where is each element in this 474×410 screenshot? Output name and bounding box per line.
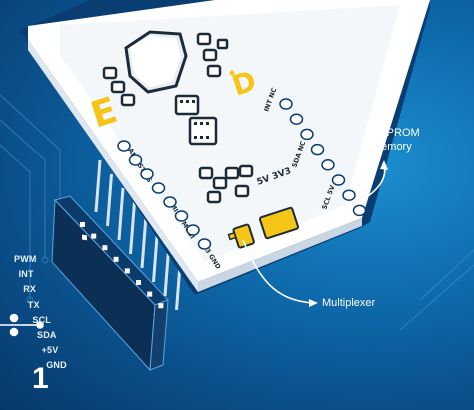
header-pin-icon xyxy=(300,128,314,141)
main-chip-icon xyxy=(124,30,188,94)
multiplexer-chip-icon xyxy=(227,223,255,249)
header-pin-icon xyxy=(289,113,304,125)
header-pin-icon xyxy=(152,229,159,283)
socket-symbol-icon xyxy=(0,313,44,337)
socket-hole xyxy=(102,245,108,251)
socket-hole xyxy=(136,280,141,285)
eeprom-label-line2: memory xyxy=(372,141,412,153)
header-pin-icon xyxy=(117,140,131,152)
socket-hole xyxy=(80,222,85,227)
mikrobus-socket xyxy=(51,195,169,372)
header-pin-icon xyxy=(174,210,189,222)
left-header-pins xyxy=(117,140,212,250)
socket-hole xyxy=(91,233,97,239)
pin-label-5v: +5V xyxy=(41,345,59,356)
header-pin-icon xyxy=(140,168,154,180)
pin-label-tx: TX xyxy=(27,299,40,310)
header-pin-icon xyxy=(151,182,166,194)
socket-hole xyxy=(124,268,130,274)
header-pin-icon xyxy=(129,201,136,255)
pin-label-sda: SDA xyxy=(37,330,57,340)
header-pin-icon xyxy=(186,224,200,236)
ic-pads xyxy=(180,100,209,139)
eeprom-label-line1: EEPROM xyxy=(372,127,420,139)
eeprom-callout: EEPROM memory xyxy=(372,126,420,154)
header-pin-icon xyxy=(197,238,212,250)
socket-holes xyxy=(80,222,164,309)
background-traces xyxy=(0,94,474,331)
header-pin-icon xyxy=(279,98,293,110)
pin-label-pwm: PWM xyxy=(14,254,37,264)
pin-label-int: INT xyxy=(18,269,34,280)
header-pin-icon xyxy=(106,173,113,227)
pin-label-rx: RX xyxy=(23,284,37,295)
header-pin-icon xyxy=(117,187,125,241)
callout-arrows xyxy=(242,160,388,307)
header-pin-icon xyxy=(342,189,356,201)
header-pin-icon xyxy=(163,196,177,208)
header-pin-icon xyxy=(352,204,367,217)
socket-hole xyxy=(147,291,153,297)
header-pin-icon xyxy=(140,215,148,269)
socket-hole xyxy=(158,303,164,309)
pin-label-scl: SCL xyxy=(32,314,51,325)
header-pin-icon xyxy=(310,143,325,156)
header-pin-icon xyxy=(331,174,346,186)
header-pin-icon xyxy=(94,159,102,213)
eeprom-chip-icon xyxy=(258,206,300,240)
header-pin-icon xyxy=(128,154,143,166)
multiplexer-arrow-icon xyxy=(242,239,313,304)
right-header-pins xyxy=(279,98,367,217)
pin-label-gnd: GND xyxy=(46,360,67,371)
header-pin-icon xyxy=(321,159,335,171)
multiplexer-label: Multiplexer xyxy=(322,297,376,309)
socket-number: 1 xyxy=(32,362,49,395)
socket-hole xyxy=(113,256,119,262)
